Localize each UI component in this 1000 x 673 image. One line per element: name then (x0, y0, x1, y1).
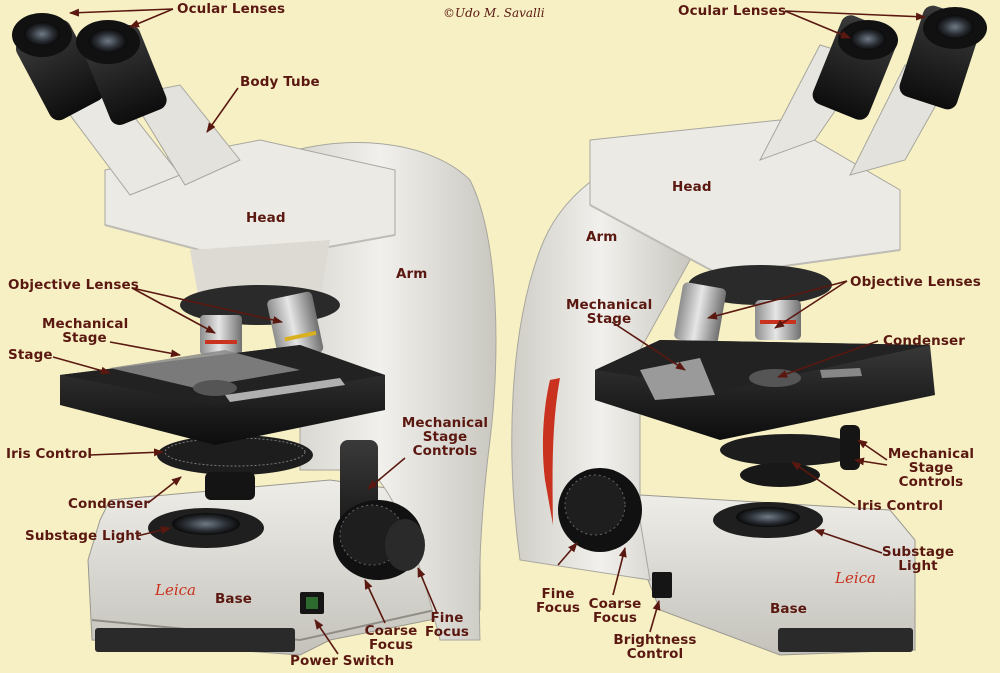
label-left-substage-light: Substage Light (25, 528, 142, 544)
left-objective-lenses (200, 291, 324, 361)
label-right-mechanical-stage: Mechanical Stage (566, 298, 652, 326)
arrow-right-mech-controls-b (854, 457, 888, 466)
label-left-head: Head (246, 210, 286, 226)
label-left-objective-lenses: Objective Lenses (8, 277, 139, 293)
arrow-right-coarse (612, 547, 627, 596)
label-right-coarse-line1: Coarse (588, 596, 642, 612)
label-right-arm: Arm (586, 229, 618, 245)
arrow-left-iris (89, 448, 164, 457)
label-left-fine-line1: Fine (430, 610, 464, 626)
left-stage (60, 345, 385, 445)
label-right-brightness-line1: Brightness (613, 632, 697, 648)
left-brand-logo: Leica (154, 581, 196, 599)
label-right-condenser: Condenser (883, 333, 965, 349)
label-left-ocular-lenses: Ocular Lenses (177, 1, 286, 17)
arrow-left-mech-controls (367, 457, 406, 490)
label-left-power-switch: Power Switch (290, 653, 395, 669)
arrow-left-stage (52, 356, 111, 375)
label-right-substage-line1: Substage (881, 544, 955, 560)
arrow-right-mech-controls-a (857, 439, 888, 461)
label-left-stage: Stage (8, 347, 53, 363)
left-ocular-lenses (12, 13, 167, 125)
label-left-fine-line2: Focus (424, 624, 470, 640)
right-ocular-lenses (812, 5, 987, 120)
arrow-left-coarse (364, 579, 386, 624)
arrow-left-condenser (147, 476, 182, 504)
arrow-left-objective-b (131, 287, 283, 324)
label-left-mechanical-stage-line2: Stage (62, 330, 107, 346)
label-right-iris-control: Iris Control (857, 498, 944, 514)
label-right-substage-light: Substage Light (880, 545, 956, 573)
label-left-body-tube: Body Tube (240, 74, 320, 90)
arrow-right-mech-stage (611, 321, 686, 371)
label-right-objective-lenses: Objective Lenses (850, 274, 981, 290)
label-left-mechanical-stage: Mechanical Stage (42, 316, 129, 346)
arrow-left-objective-a (131, 287, 216, 334)
leader-arrows (52, 8, 926, 655)
label-left-msc-line2: Stage (422, 429, 468, 445)
right-stage (595, 340, 935, 440)
label-left-iris-control: Iris Control (6, 446, 93, 462)
label-right-substage-line2: Light (898, 558, 938, 574)
label-left-msc-line3: Controls (412, 443, 478, 459)
arrow-left-fine (417, 567, 438, 614)
arrow-left-ocular-b (129, 8, 174, 28)
label-left-coarse-line2: Focus (368, 637, 414, 653)
left-base-foot (95, 628, 295, 652)
arrow-right-objective-b (774, 280, 848, 329)
right-microscope: Leica (511, 5, 987, 656)
label-right-fine-line1: Fine (541, 586, 575, 602)
arrow-right-brightness (649, 600, 661, 633)
label-right-coarse-focus: Coarse Focus (587, 597, 643, 625)
label-right-fine-focus: Fine Focus (535, 587, 581, 615)
label-right-coarse-line2: Focus (592, 610, 638, 626)
arrow-right-iris (791, 461, 856, 506)
label-right-ocular-lenses: Ocular Lenses (678, 3, 787, 19)
arrow-left-mech-stage (109, 341, 181, 358)
arrow-right-substage (814, 529, 883, 554)
label-right-brightness-line2: Control (626, 646, 684, 662)
left-condenser (157, 435, 313, 475)
label-right-base: Base (770, 601, 807, 617)
label-left-base: Base (215, 591, 252, 607)
arrow-left-ocular-a (69, 8, 174, 17)
arrow-right-objective-a (707, 280, 848, 320)
arrow-right-condenser (777, 340, 879, 378)
right-brightness-control (652, 572, 672, 598)
label-left-condenser: Condenser (68, 496, 150, 512)
label-right-fine-line2: Focus (535, 600, 581, 616)
label-right-brightness-control: Brightness Control (610, 633, 700, 661)
arrow-right-ocular-a (784, 10, 851, 39)
label-left-coarse-focus: Coarse Focus (363, 624, 419, 652)
copyright-notice: ©Udo M. Savalli (443, 6, 545, 20)
label-left-fine-focus: Fine Focus (424, 611, 470, 639)
label-left-mechanical-stage-controls: Mechanical Stage Controls (400, 416, 490, 458)
label-right-msc-line1: Mechanical (887, 446, 975, 462)
arrow-left-power (314, 619, 339, 655)
label-left-arm: Arm (396, 266, 428, 282)
right-condenser (720, 434, 860, 466)
arrow-right-fine (557, 542, 578, 566)
arrow-right-ocular-b (784, 10, 926, 21)
label-right-mechanical-stage-controls: Mechanical Stage Controls (886, 447, 976, 489)
left-focus-knobs (333, 500, 425, 580)
right-brand-logo: Leica (834, 569, 876, 587)
label-left-msc-line1: Mechanical (401, 415, 489, 431)
arrow-left-substage (136, 526, 171, 537)
label-right-mechanical-stage-line1: Mechanical (566, 297, 653, 313)
arrow-left-body-tube (206, 87, 239, 133)
label-left-mechanical-stage-line1: Mechanical (42, 316, 129, 332)
label-right-head: Head (672, 179, 712, 195)
label-left-coarse-line1: Coarse (364, 623, 418, 639)
label-right-mechanical-stage-line2: Stage (586, 311, 632, 327)
left-microscope: Leica (12, 13, 497, 656)
label-right-msc-line3: Controls (898, 474, 964, 490)
label-right-msc-line2: Stage (908, 460, 954, 476)
right-mechanical-stage-controls (840, 425, 860, 470)
right-focus-knobs (558, 468, 642, 552)
